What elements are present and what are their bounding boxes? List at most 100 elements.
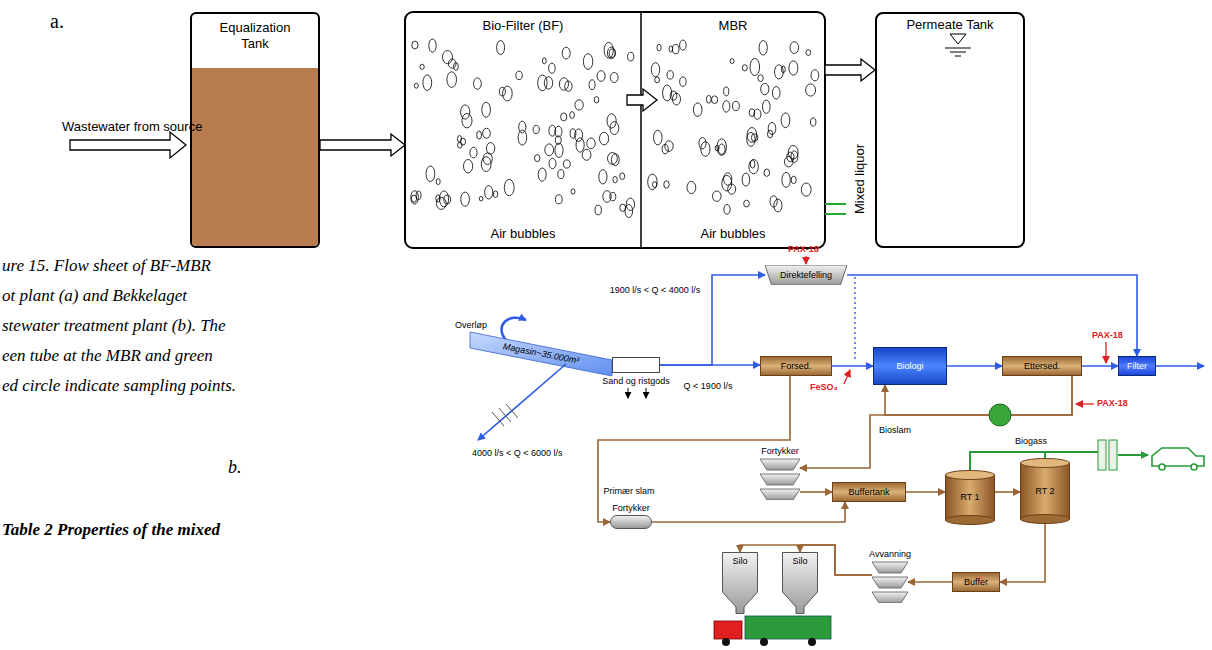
air-bubble [447,72,457,88]
biogas-label: Biogass [1015,436,1047,447]
air-bubble [651,63,659,77]
node-label: Filter [1127,361,1147,372]
chemical-dose: PAX-18 [1097,398,1128,409]
gas-column [1109,440,1117,470]
thickener: Fortykker [610,515,652,529]
air-bubble [555,143,563,157]
air-bubble [764,169,770,176]
node-label: Buffer [964,577,988,588]
air-bubble [423,75,432,91]
node-label: Buffertank [849,487,890,498]
air-bubble [414,83,418,88]
air-bubble [751,134,757,142]
bypass-hatch [492,404,518,426]
air-bubble [774,199,782,212]
air-bubble [750,160,755,168]
air-bubble [555,126,562,137]
air-bubble [460,138,465,145]
air-bubble [657,44,661,51]
air-bubble [464,160,473,173]
sludge-line [652,502,845,522]
truck-icon [714,616,831,646]
air-bubble [667,71,673,79]
air-bubble [811,118,816,126]
inflow-label: Wastewater from source [62,119,202,135]
node-title: Equalization Tank [210,20,300,52]
sludge-line [1000,524,1045,582]
cylinder-body [946,475,995,520]
node-label: RT 1 [960,492,979,503]
water-line [1082,365,1118,367]
air-bubble [516,71,522,79]
air-bubble [733,101,740,110]
unit-shapes [872,561,908,603]
unit-shape [760,474,800,485]
air-bubble [420,64,424,69]
gas-column [1098,440,1106,470]
air-bubble [481,157,491,172]
node-label: Sand og ristgods [602,376,670,387]
tank-fill [192,68,318,246]
air-bubble [626,198,634,210]
sludge-line [800,376,1072,468]
air-bubble [570,112,575,119]
air-bubble [470,147,477,158]
air-bubble [772,87,780,100]
chemical-dose: PAX-18 [788,244,819,255]
bypass-to-biology [854,277,855,362]
air-bubble [462,114,472,128]
air-bubble [458,142,463,148]
node-label: Silo [732,556,747,567]
air-bubble [801,183,811,196]
dosing-arrow [1076,403,1094,404]
node-label: Biologi [896,361,923,372]
air-bubble [806,50,811,56]
air-bubble [479,196,483,201]
unit-shape [760,489,800,500]
direct-precipitation: Direktefelling [765,265,847,285]
sampling-tube [825,204,846,214]
sludge-line [800,491,832,493]
air-bubble [648,174,657,190]
node-title: MBR [641,18,825,34]
air-bubble [768,122,776,134]
air-bubble [587,138,595,149]
thickener: Fortykker [760,458,800,500]
air-bubble [722,175,732,191]
unit-shapes [760,458,800,500]
air-bubble [607,114,616,128]
sampling-point [989,404,1011,426]
table-heading: Table 2 Properties of the mixed [2,520,220,540]
air-bubble [791,176,796,184]
air-bubble [747,132,755,146]
air-bubble [742,173,750,186]
air-bubble [723,101,730,113]
air-bubble [493,191,497,198]
sludge-line [995,491,1020,493]
water-level-symbol [945,34,971,56]
node-title: Permeate Tank [877,17,1023,33]
air-bubble [742,65,747,71]
flow-arrow [627,89,657,111]
air-bubble [558,170,564,179]
air-bubble [597,71,605,82]
aeration-label: Air bubbles [697,226,768,242]
air-bubble [758,75,763,82]
air-bubble [706,95,711,103]
air-bubble [443,51,453,64]
cylinder-body [1021,463,1070,519]
sludge-line [906,491,945,493]
air-bubble [436,197,446,209]
digester: RT 2 [1020,458,1070,524]
air-bubble [665,141,673,152]
reactor-outline [405,12,825,248]
caption-line: stewater treatment plant (b). The [2,316,226,336]
air-bubble [712,96,718,104]
panel-letter: a. [50,10,64,32]
air-bubble [724,87,729,96]
air-bubble [687,181,696,193]
air-bubble [724,205,730,215]
inflow-arrow [70,132,186,158]
air-bubble [535,155,540,162]
